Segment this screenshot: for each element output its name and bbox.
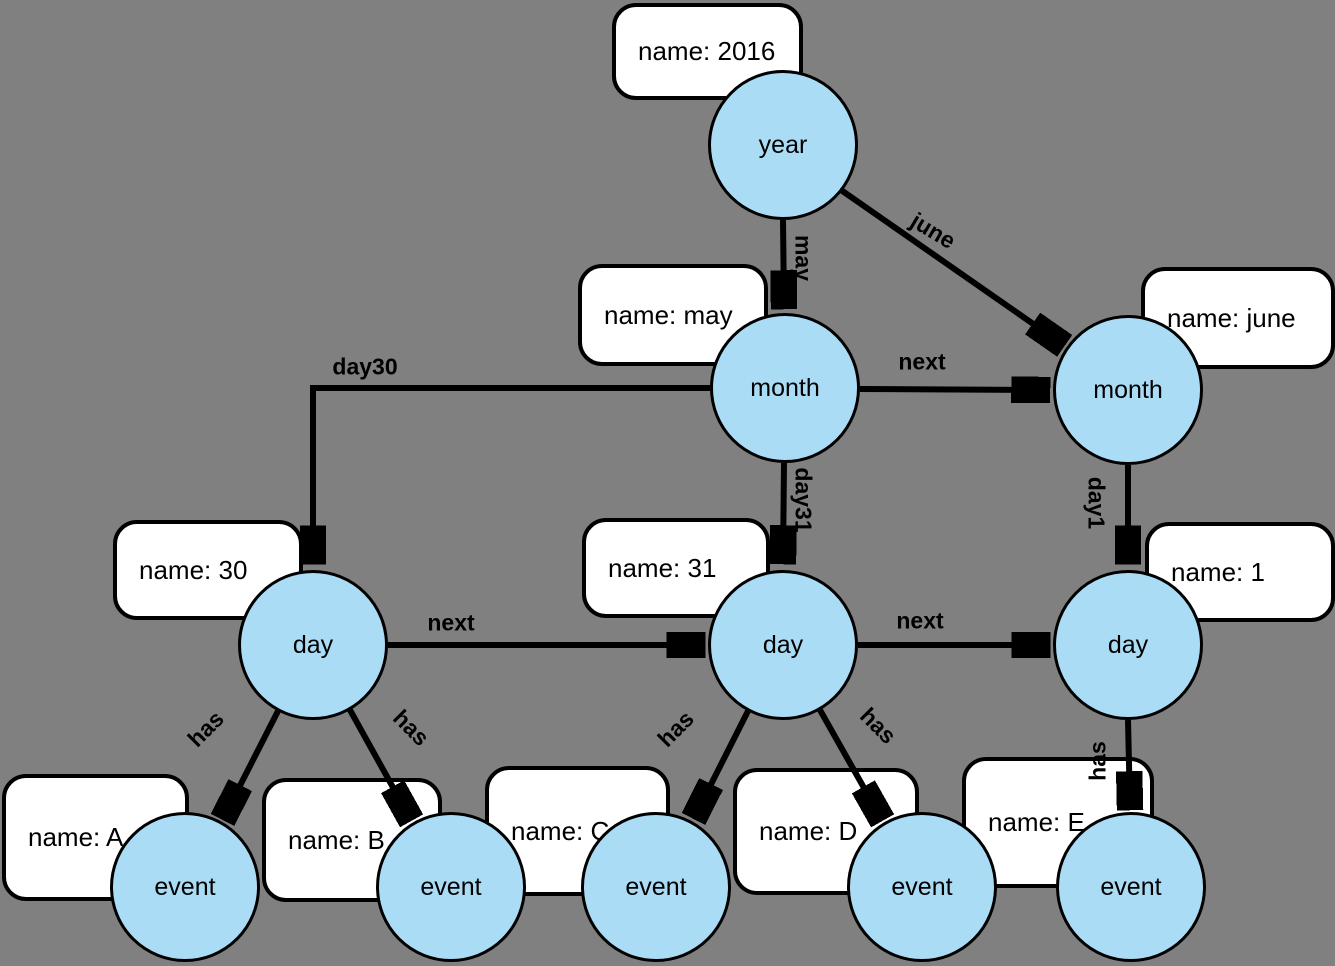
edge-year-month-june <box>839 187 1062 344</box>
node-label: event <box>891 872 953 901</box>
node-event-c: event <box>581 812 731 962</box>
property-label: name: 2016 <box>638 36 776 66</box>
node-day-31: day <box>708 570 858 720</box>
property-label: name: may <box>604 299 733 330</box>
node-event-b: event <box>376 812 526 962</box>
property-label: name: 31 <box>608 552 717 583</box>
property-label: name: C <box>511 815 610 846</box>
edge-day-30-event-a <box>224 709 281 817</box>
edge-label-day30: day30 <box>332 353 398 380</box>
edge-day-31-event-d <box>817 708 881 818</box>
property-label: name: D <box>759 816 858 846</box>
node-label: event <box>420 872 482 901</box>
node-event-d: event <box>847 812 997 962</box>
edge-label-next-day30: next <box>427 609 475 636</box>
edge-month-may-day-30 <box>313 385 710 561</box>
node-label: day <box>762 630 804 659</box>
edge-month-may-day-31 <box>783 462 784 561</box>
node-year: year <box>708 70 858 220</box>
node-day-30: day <box>238 570 388 720</box>
node-event-e: event <box>1056 812 1206 962</box>
node-month-june: month <box>1053 315 1203 465</box>
node-label: event <box>625 872 687 901</box>
node-label: event <box>154 872 216 901</box>
node-label: day <box>1107 630 1149 659</box>
property-label: name: 30 <box>139 554 248 585</box>
edge-label-next-day31: next <box>896 607 944 634</box>
property-label: name: A <box>28 822 124 852</box>
property-box-year: name: 2016 <box>612 3 803 100</box>
edge-day-1-event-e <box>1128 719 1130 807</box>
node-label: year <box>758 130 808 159</box>
property-label: name: june <box>1167 302 1296 333</box>
edge-year-month-may <box>783 219 784 306</box>
property-label: name: E <box>988 807 1085 837</box>
node-day-1: day <box>1053 570 1203 720</box>
node-month-may: month <box>710 313 860 463</box>
node-label: day <box>292 630 334 659</box>
property-label: name: 1 <box>1171 556 1265 587</box>
edge-label-has-e: has <box>1084 741 1111 781</box>
edge-day-31-event-c <box>695 709 751 816</box>
edge-label-next-month: next <box>898 348 946 375</box>
property-label: name: B <box>288 824 385 855</box>
edge-label-may: may <box>790 234 817 282</box>
edge-month-may-month-june <box>859 389 1047 390</box>
node-event-a: event <box>110 812 260 962</box>
edge-label-day1: day1 <box>1083 476 1110 530</box>
edge-label-day31: day31 <box>790 467 817 533</box>
node-label: month <box>750 373 820 402</box>
edge-day-30-event-b <box>347 708 410 818</box>
node-label: month <box>1093 375 1163 404</box>
node-label: event <box>1100 872 1162 901</box>
